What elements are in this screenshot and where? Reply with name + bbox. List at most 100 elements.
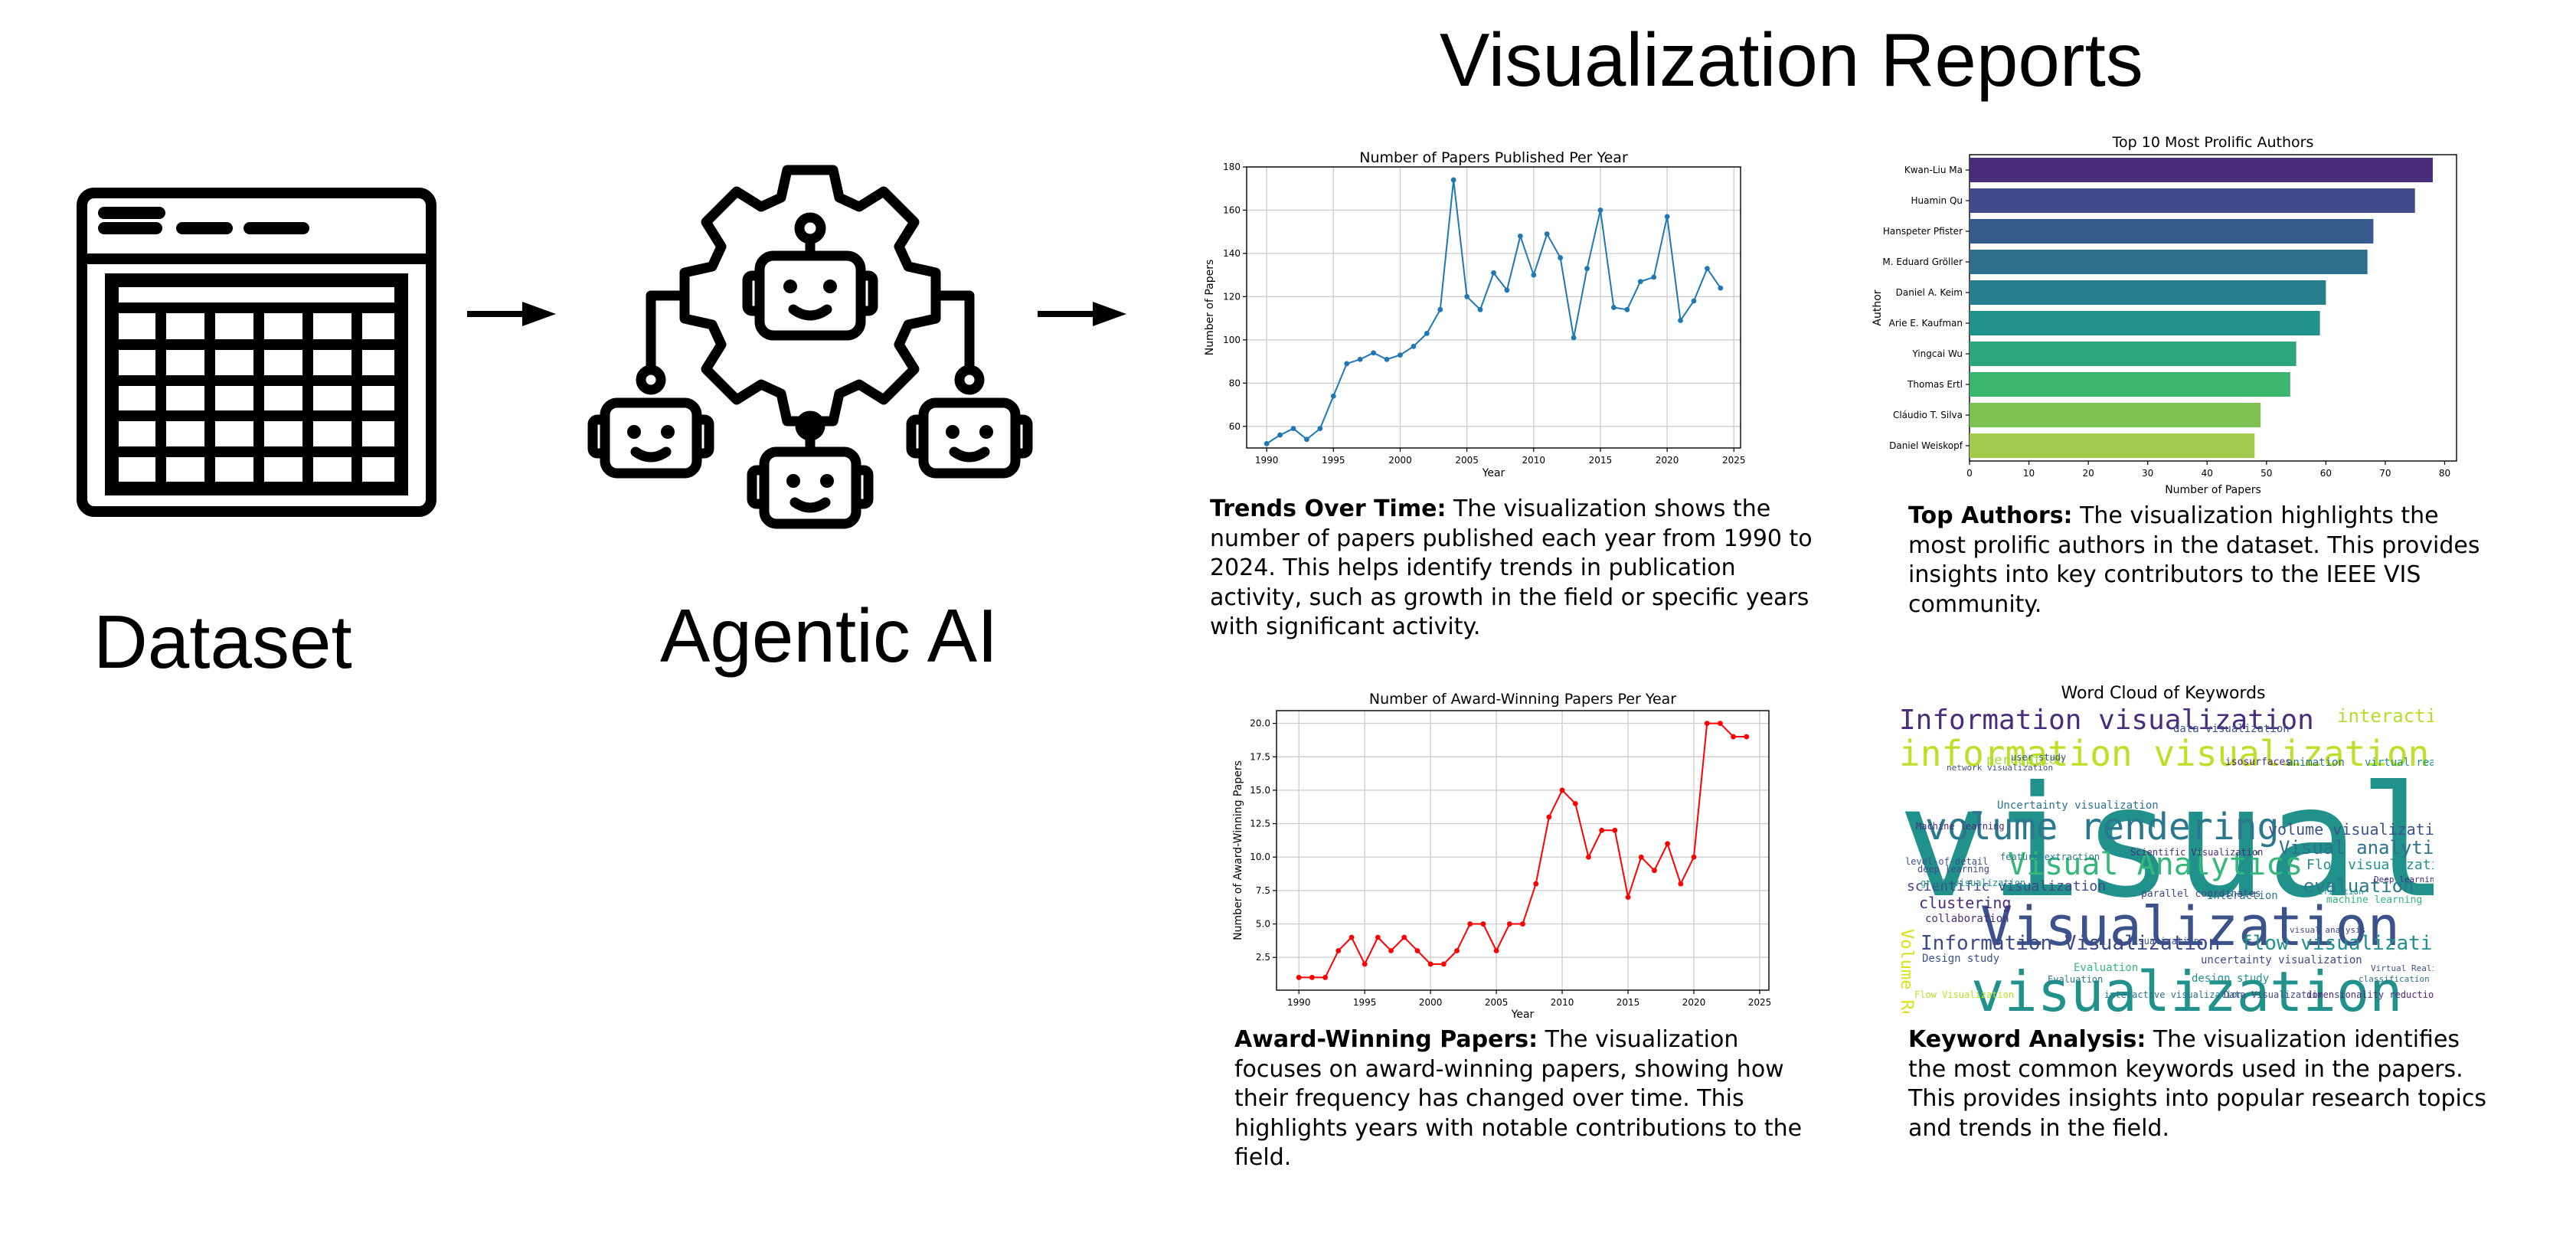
- x-tick-label: 2010: [1551, 997, 1574, 1008]
- data-point: [1731, 734, 1736, 740]
- data-point: [1398, 352, 1403, 358]
- keyword: visual analysis: [2290, 925, 2366, 935]
- y-axis-label: Author: [1872, 289, 1884, 325]
- spreadsheet-icon: [77, 188, 436, 517]
- x-tick-label: 1995: [1353, 997, 1377, 1008]
- data-point: [1304, 436, 1309, 443]
- plot-frame: [1246, 166, 1741, 449]
- data-point: [1691, 854, 1697, 860]
- data-point: [1544, 231, 1550, 237]
- keyword: design study: [2192, 973, 2270, 985]
- data-point: [1388, 948, 1394, 953]
- x-tick-label: 1990: [1255, 455, 1279, 466]
- keyword: Volume Rendering: [1898, 929, 1916, 1013]
- keyword: Visual Analytics: [2008, 847, 2303, 882]
- data-point: [1638, 854, 1644, 860]
- x-tick-label: 2015: [1617, 997, 1640, 1008]
- x-tick-label: 70: [2379, 468, 2391, 479]
- keyword: Scientific Visualization: [2130, 847, 2264, 858]
- author-label: Arie E. Kaufman: [1889, 318, 1963, 329]
- data-point: [1437, 306, 1443, 312]
- data-point: [1322, 975, 1329, 980]
- y-axis-label: Number of Papers: [1204, 260, 1216, 356]
- data-point: [1652, 868, 1657, 874]
- bar: [1970, 433, 2255, 458]
- y-tick-label: 15.0: [1250, 785, 1270, 796]
- y-tick-label: 7.5: [1256, 885, 1270, 896]
- reports-title: Visualization Reports: [1440, 18, 2143, 102]
- data-point: [1520, 921, 1525, 927]
- x-tick-label: 2000: [1388, 455, 1412, 466]
- data-point: [1440, 961, 1447, 967]
- data-point: [1491, 270, 1496, 276]
- keyword-word-cloud: Word Cloud of Keywords visual analyticsv…: [1891, 684, 2435, 1015]
- data-point: [1624, 306, 1630, 312]
- y-axis-label: Number of Award-Winning Papers: [1232, 760, 1244, 940]
- authors-text: The visualization highlights the most pr…: [1908, 502, 2480, 618]
- data-point: [1384, 356, 1390, 362]
- data-point: [1584, 266, 1590, 272]
- data-point: [1705, 266, 1710, 272]
- keyword: Machine learning: [1916, 821, 2005, 832]
- data-point: [1625, 894, 1631, 901]
- y-tick-label: 140: [1223, 248, 1241, 259]
- x-tick-label: 2025: [1722, 455, 1746, 466]
- author-label: M. Eduard Gröller: [1882, 257, 1963, 267]
- y-tick-label: 80: [1229, 378, 1241, 388]
- data-point: [1717, 721, 1723, 726]
- author-label: Thomas Ertl: [1907, 379, 1963, 390]
- y-tick-label: 17.5: [1250, 751, 1270, 762]
- keyword: information visualization: [1899, 733, 2430, 774]
- author-label: Yingcai Wu: [1911, 348, 1963, 359]
- data-point: [1558, 255, 1564, 260]
- x-tick-label: 2010: [1522, 455, 1546, 466]
- keyword: scientific visualization: [1907, 878, 2107, 894]
- right-arrow-icon: [467, 302, 556, 326]
- data-point: [1401, 934, 1407, 940]
- awards-text: The visualization focuses on award-winni…: [1234, 1026, 1803, 1171]
- data-point: [1610, 305, 1617, 310]
- bar: [1970, 372, 2290, 397]
- data-point: [1317, 426, 1323, 431]
- keyword: network visualization: [1947, 763, 2054, 773]
- data-point: [1454, 948, 1460, 953]
- x-tick-label: 1995: [1322, 455, 1345, 466]
- x-tick-label: 40: [2202, 468, 2213, 479]
- bar: [1970, 250, 2368, 274]
- data-point: [1427, 961, 1433, 967]
- data-point: [1744, 734, 1750, 740]
- keyword: uncertainty visualization: [2201, 954, 2362, 966]
- keyword: interaction: [2337, 707, 2434, 727]
- bar: [1970, 342, 2296, 366]
- word-cloud-area: visual analyticsvisualizationVisualizati…: [1898, 707, 2434, 1013]
- authors-description: Top Authors: The visualization highlight…: [1908, 502, 2490, 620]
- keyword: dimensionality reduction: [2306, 989, 2434, 1000]
- keyword: Virtual Reality: [2371, 963, 2434, 973]
- trends-text: The visualization shows the number of pa…: [1210, 495, 1813, 640]
- data-point: [1477, 306, 1483, 312]
- y-tick-label: 180: [1223, 162, 1241, 172]
- x-tick-label: 2005: [1455, 455, 1479, 466]
- keyword: Evaluation: [2074, 962, 2139, 974]
- data-point: [1597, 208, 1603, 213]
- keyword: simplification: [2293, 887, 2364, 897]
- data-point: [1517, 233, 1523, 239]
- data-point: [1531, 272, 1537, 278]
- data-point: [1586, 854, 1591, 860]
- series-line: [1299, 722, 1747, 979]
- data-point: [1493, 948, 1499, 953]
- data-point: [1612, 827, 1618, 833]
- keyword: classification: [2359, 974, 2430, 984]
- data-point: [1678, 318, 1683, 323]
- trends-description: Trends Over Time: The visualization show…: [1210, 495, 1822, 642]
- keyword: isosurfaces: [2225, 757, 2292, 768]
- keywords-description: Keyword Analysis: The visualization iden…: [1908, 1025, 2490, 1143]
- data-point: [1506, 921, 1512, 927]
- keyword: perception: [1986, 753, 2065, 768]
- keywords-text: The visualization identifies the most co…: [1908, 1026, 2486, 1142]
- bar: [1970, 219, 2374, 244]
- y-tick-label: 100: [1223, 335, 1241, 345]
- data-point: [1335, 948, 1342, 953]
- x-tick-label: 0: [1966, 468, 1973, 479]
